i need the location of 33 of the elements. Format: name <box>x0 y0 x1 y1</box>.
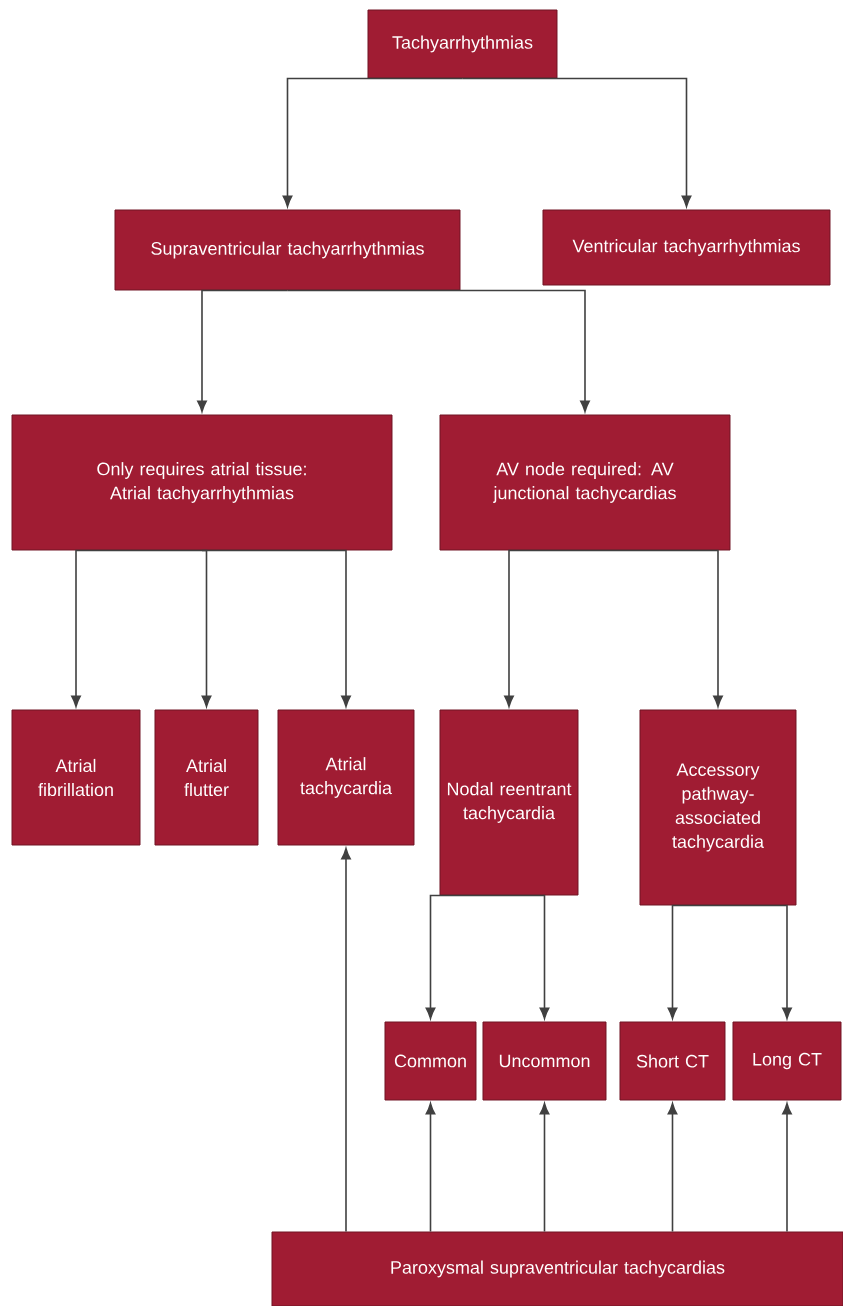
arrow <box>782 1102 792 1233</box>
arrow <box>717 904 792 1020</box>
arrow <box>282 77 464 208</box>
box: Ventricular tachyarrhythmias <box>542 209 831 286</box>
arrow <box>584 549 723 708</box>
box: Uncommon <box>482 1021 607 1101</box>
arrow <box>425 894 510 1020</box>
box: Common <box>384 1021 477 1101</box>
box: Atrial tachycardia <box>277 709 415 846</box>
box: Short CT <box>619 1021 726 1101</box>
box: Only requires atrial tissue: Atrial tachyarrhythmias <box>11 414 393 551</box>
arrow <box>667 904 719 1020</box>
box: Nodal reentrant tachycardia <box>439 709 579 896</box>
arrow <box>461 77 692 208</box>
arrow <box>71 549 203 708</box>
box: Paroxysmal supraventricular tachycardias <box>271 1231 843 1306</box>
arrow <box>425 1102 436 1233</box>
arrow <box>504 549 586 708</box>
box: Accessory pathway-associated tachycardia <box>639 709 797 906</box>
box: Long CT <box>732 1021 842 1101</box>
arrow <box>201 549 212 708</box>
arrow <box>201 549 351 708</box>
arrow <box>667 1102 678 1233</box>
box: Atrial flutter <box>154 709 259 846</box>
arrow <box>197 289 289 413</box>
box: AV node required: AV junctional tachycardias <box>439 414 731 551</box>
box: Atrial fibrillation <box>11 709 141 846</box>
arrow <box>508 894 550 1020</box>
arrow <box>539 1102 550 1233</box>
box: Supraventricular tachyarrhythmias <box>114 209 461 291</box>
box: Tachyarrhythmias <box>367 9 558 79</box>
arrow <box>286 289 590 413</box>
arrow <box>341 847 351 1233</box>
